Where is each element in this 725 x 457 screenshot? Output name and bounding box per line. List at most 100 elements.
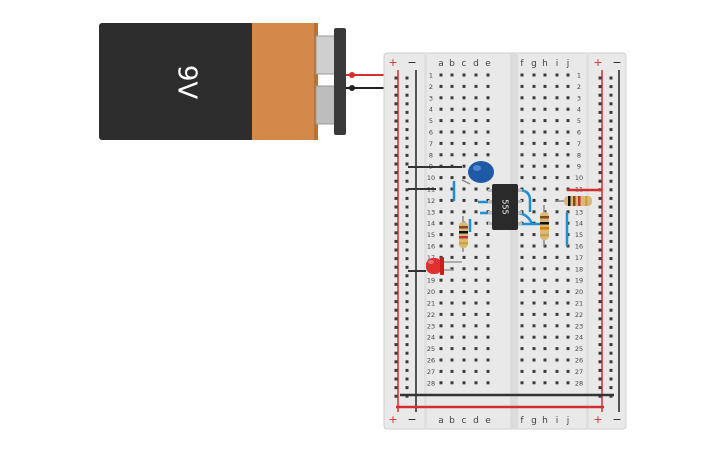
hole-d15[interactable] xyxy=(474,233,478,237)
hole-a13[interactable] xyxy=(439,210,443,214)
rail-hole[interactable] xyxy=(609,248,613,252)
rail-hole[interactable] xyxy=(598,119,602,123)
hole-g4[interactable] xyxy=(532,107,536,111)
rail-hole[interactable] xyxy=(609,214,613,218)
hole-g28[interactable] xyxy=(532,381,536,385)
hole-c7[interactable] xyxy=(462,141,466,145)
rail-hole[interactable] xyxy=(405,274,409,278)
hole-b14[interactable] xyxy=(450,221,454,225)
hole-j26[interactable] xyxy=(566,358,570,362)
hole-f2[interactable] xyxy=(520,84,524,88)
hole-g24[interactable] xyxy=(532,335,536,339)
hole-d6[interactable] xyxy=(474,130,478,134)
rail-hole[interactable] xyxy=(405,334,409,338)
hole-b17[interactable] xyxy=(450,255,454,259)
hole-c20[interactable] xyxy=(462,290,466,294)
rail-hole[interactable] xyxy=(405,231,409,235)
rail-hole[interactable] xyxy=(609,300,613,304)
hole-i16[interactable] xyxy=(555,244,559,248)
rail-hole[interactable] xyxy=(598,102,602,106)
hole-j25[interactable] xyxy=(566,347,570,351)
rail-hole[interactable] xyxy=(609,282,613,286)
hole-d7[interactable] xyxy=(474,141,478,145)
hole-b12[interactable] xyxy=(450,198,454,202)
hole-c24[interactable] xyxy=(462,335,466,339)
breadboard[interactable]: + − + − + − + − 112233445566778899101011… xyxy=(383,52,627,430)
rail-hole[interactable] xyxy=(405,360,409,364)
hole-j21[interactable] xyxy=(566,301,570,305)
hole-i4[interactable] xyxy=(555,107,559,111)
rail-hole[interactable] xyxy=(394,377,398,381)
hole-f28[interactable] xyxy=(520,381,524,385)
hole-a8[interactable] xyxy=(439,153,443,157)
rail-hole[interactable] xyxy=(405,368,409,372)
rail-hole[interactable] xyxy=(598,325,602,329)
hole-e15[interactable] xyxy=(486,233,490,237)
rail-hole[interactable] xyxy=(405,153,409,157)
rail-hole[interactable] xyxy=(394,300,398,304)
hole-h11[interactable] xyxy=(543,187,547,191)
rail-hole[interactable] xyxy=(394,222,398,226)
hole-i25[interactable] xyxy=(555,347,559,351)
hole-h6[interactable] xyxy=(543,130,547,134)
hole-h22[interactable] xyxy=(543,312,547,316)
hole-f27[interactable] xyxy=(520,369,524,373)
hole-h26[interactable] xyxy=(543,358,547,362)
hole-h5[interactable] xyxy=(543,119,547,123)
rail-hole[interactable] xyxy=(405,282,409,286)
hole-i17[interactable] xyxy=(555,255,559,259)
hole-h21[interactable] xyxy=(543,301,547,305)
rail-hole[interactable] xyxy=(609,231,613,235)
rail-hole[interactable] xyxy=(598,110,602,114)
hole-a22[interactable] xyxy=(439,312,443,316)
hole-g11[interactable] xyxy=(532,187,536,191)
rail-hole[interactable] xyxy=(598,231,602,235)
hole-h17[interactable] xyxy=(543,255,547,259)
hole-g6[interactable] xyxy=(532,130,536,134)
rail-hole[interactable] xyxy=(405,128,409,132)
rail-hole[interactable] xyxy=(609,239,613,243)
hole-d5[interactable] xyxy=(474,119,478,123)
rail-hole[interactable] xyxy=(394,110,398,114)
hole-c21[interactable] xyxy=(462,301,466,305)
hole-c25[interactable] xyxy=(462,347,466,351)
hole-i6[interactable] xyxy=(555,130,559,134)
rail-hole[interactable] xyxy=(609,102,613,106)
rail-hole[interactable] xyxy=(405,119,409,123)
rail-hole[interactable] xyxy=(609,257,613,261)
hole-b10[interactable] xyxy=(450,176,454,180)
hole-h20[interactable] xyxy=(543,290,547,294)
hole-e18[interactable] xyxy=(486,267,490,271)
rail-hole[interactable] xyxy=(609,351,613,355)
rail-hole[interactable] xyxy=(405,214,409,218)
rail-hole[interactable] xyxy=(598,265,602,269)
rail-hole[interactable] xyxy=(609,171,613,175)
hole-i20[interactable] xyxy=(555,290,559,294)
rail-hole[interactable] xyxy=(394,76,398,80)
hole-b18[interactable] xyxy=(450,267,454,271)
rail-hole[interactable] xyxy=(405,248,409,252)
hole-e25[interactable] xyxy=(486,347,490,351)
rail-hole[interactable] xyxy=(598,386,602,390)
hole-g19[interactable] xyxy=(532,278,536,282)
hole-e21[interactable] xyxy=(486,301,490,305)
rail-hole[interactable] xyxy=(394,360,398,364)
hole-i13[interactable] xyxy=(555,210,559,214)
hole-j28[interactable] xyxy=(566,381,570,385)
hole-a3[interactable] xyxy=(439,96,443,100)
rail-hole[interactable] xyxy=(609,93,613,97)
hole-g22[interactable] xyxy=(532,312,536,316)
hole-b19[interactable] xyxy=(450,278,454,282)
hole-b4[interactable] xyxy=(450,107,454,111)
hole-i10[interactable] xyxy=(555,176,559,180)
hole-i26[interactable] xyxy=(555,358,559,362)
rail-hole[interactable] xyxy=(394,102,398,106)
rail-hole[interactable] xyxy=(609,162,613,166)
hole-d1[interactable] xyxy=(474,73,478,77)
rail-hole[interactable] xyxy=(405,257,409,261)
rail-hole[interactable] xyxy=(598,291,602,295)
hole-h27[interactable] xyxy=(543,369,547,373)
hole-c5[interactable] xyxy=(462,119,466,123)
hole-h13[interactable] xyxy=(543,210,547,214)
